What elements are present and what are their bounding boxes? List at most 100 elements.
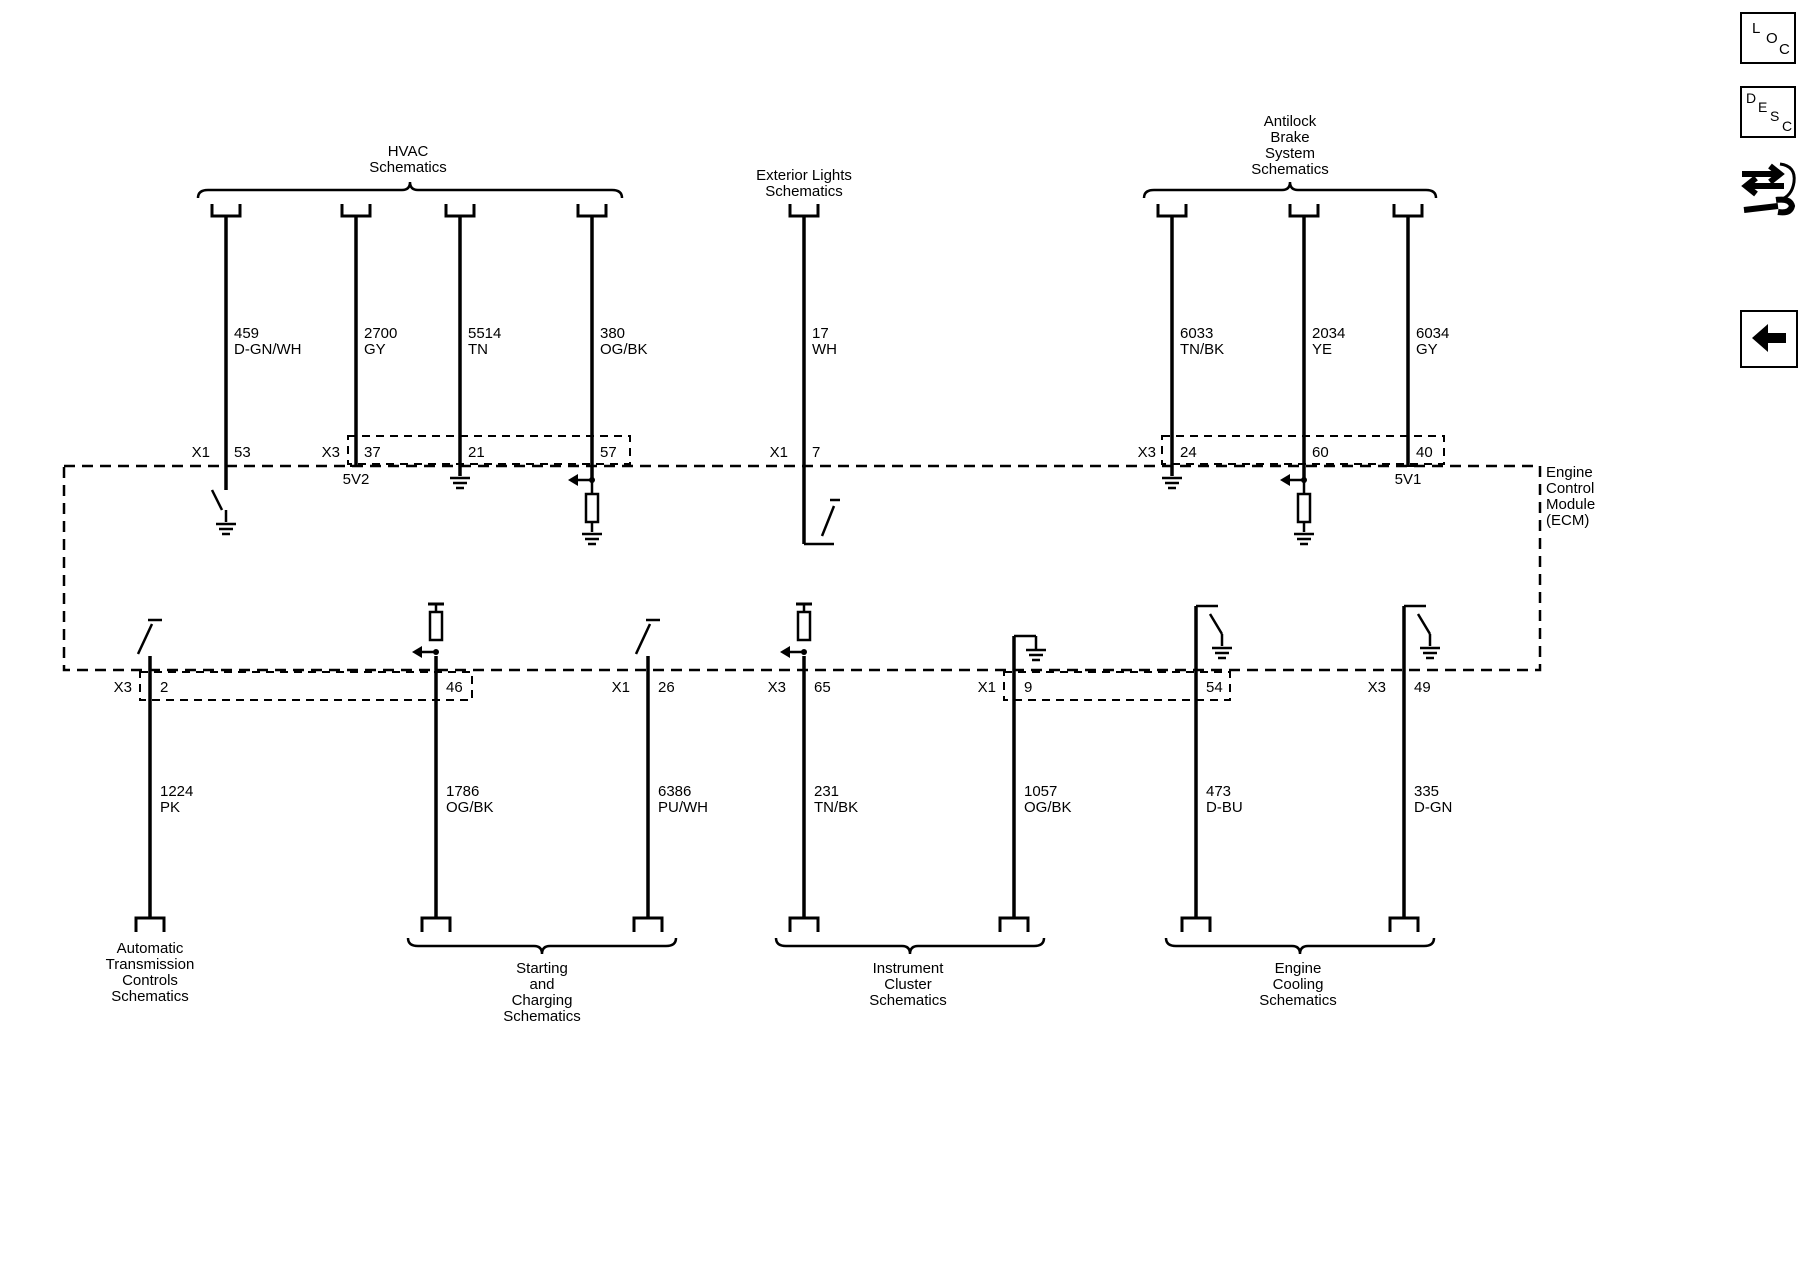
circuit-number: 380 bbox=[600, 325, 625, 342]
connector-cap bbox=[1180, 916, 1212, 932]
desc-button[interactable]: D E S C bbox=[1740, 86, 1796, 138]
connector-cap bbox=[1288, 204, 1320, 218]
wire-color: OG/BK bbox=[446, 799, 494, 816]
pin-number: 24 bbox=[1180, 444, 1197, 461]
connector-info-button[interactable] bbox=[1740, 156, 1798, 222]
connector-id: X1 bbox=[192, 444, 210, 461]
pin-number: 49 bbox=[1414, 679, 1431, 696]
top-group-label: Brake bbox=[1270, 129, 1309, 146]
bottom-group-label: Schematics bbox=[869, 992, 947, 1009]
bottom-group-label: and bbox=[529, 976, 554, 993]
bottom-group-label: Cooling bbox=[1273, 976, 1324, 993]
arrows-wrench-icon bbox=[1741, 162, 1796, 216]
bottom-group-label: Schematics bbox=[1259, 992, 1337, 1009]
ecm-label-line: Module bbox=[1546, 496, 1595, 513]
back-arrow-icon bbox=[1752, 324, 1786, 352]
circuit-number: 335 bbox=[1414, 783, 1439, 800]
switch-icon bbox=[1416, 613, 1432, 635]
circuit-number: 473 bbox=[1206, 783, 1231, 800]
connector-cap bbox=[340, 204, 372, 218]
bottom-group-label: Charging bbox=[512, 992, 573, 1009]
connector-cap bbox=[210, 204, 242, 218]
connector-cap bbox=[576, 204, 608, 218]
circuit-number: 231 bbox=[814, 783, 839, 800]
wire-color: D-GN/WH bbox=[234, 341, 302, 358]
loc-letter-l: L bbox=[1752, 20, 1761, 37]
signal-arrow-head bbox=[780, 646, 790, 658]
reference-label: 5V1 bbox=[1395, 471, 1422, 488]
ecm-label-line: Control bbox=[1546, 480, 1594, 497]
wire-color: TN/BK bbox=[1180, 341, 1224, 358]
circuit-number: 2700 bbox=[364, 325, 397, 342]
connector-cap bbox=[998, 916, 1030, 932]
switch-icon bbox=[210, 489, 224, 511]
wire-color: GY bbox=[364, 341, 386, 358]
group-bracket bbox=[1164, 937, 1436, 955]
connector-cap bbox=[788, 204, 820, 218]
pin-number: 54 bbox=[1206, 679, 1223, 696]
bottom-group-label: Controls bbox=[122, 972, 178, 989]
connector-cap bbox=[1388, 916, 1420, 932]
desc-letter-s: S bbox=[1770, 108, 1780, 124]
bottom-group-label: Transmission bbox=[106, 956, 195, 973]
pin-number: 9 bbox=[1024, 679, 1032, 696]
back-button[interactable] bbox=[1740, 310, 1798, 368]
pin-number: 7 bbox=[812, 444, 820, 461]
signal-arrow-head bbox=[568, 474, 578, 486]
wire-color: D-GN bbox=[1414, 799, 1452, 816]
bottom-group-label: Automatic bbox=[117, 940, 184, 957]
connector-id: X1 bbox=[612, 679, 630, 696]
wire-color: OG/BK bbox=[1024, 799, 1072, 816]
bottom-group-label: Engine bbox=[1275, 960, 1322, 977]
loc-button[interactable]: L O C bbox=[1740, 12, 1796, 64]
resistor-icon bbox=[584, 492, 600, 524]
ecm-label-line: Engine bbox=[1546, 464, 1593, 481]
bottom-group-label: Starting bbox=[516, 960, 568, 977]
circuit-number: 459 bbox=[234, 325, 259, 342]
connector-cap bbox=[632, 916, 664, 932]
bottom-group-label: Schematics bbox=[503, 1008, 581, 1025]
circuit-number: 1057 bbox=[1024, 783, 1057, 800]
circuit-number: 5514 bbox=[468, 325, 501, 342]
switch-icon bbox=[136, 623, 154, 655]
pin-number: 65 bbox=[814, 679, 831, 696]
connector-id: X3 bbox=[768, 679, 786, 696]
circuit-number: 6033 bbox=[1180, 325, 1213, 342]
circuit-number: 6386 bbox=[658, 783, 691, 800]
circuit-number: 1786 bbox=[446, 783, 479, 800]
top-group-label: Schematics bbox=[765, 183, 843, 200]
connector-cap bbox=[420, 916, 452, 932]
pin-number: 60 bbox=[1312, 444, 1329, 461]
desc-letter-d: D bbox=[1746, 90, 1757, 106]
pin-number: 53 bbox=[234, 444, 251, 461]
circuit-number: 6034 bbox=[1416, 325, 1449, 342]
wire-color: PU/WH bbox=[658, 799, 708, 816]
pin-number: 57 bbox=[600, 444, 617, 461]
ecm-boundary bbox=[62, 464, 1542, 672]
reference-label: 5V2 bbox=[343, 471, 370, 488]
ecm-label-line: (ECM) bbox=[1546, 512, 1589, 529]
connector-cap bbox=[788, 916, 820, 932]
wire-color: TN/BK bbox=[814, 799, 858, 816]
circuit-number: 2034 bbox=[1312, 325, 1345, 342]
bottom-group-label: Schematics bbox=[111, 988, 189, 1005]
top-group-label: Antilock bbox=[1264, 113, 1317, 130]
pin-number: 40 bbox=[1416, 444, 1433, 461]
connector-id: X3 bbox=[322, 444, 340, 461]
pin-number: 2 bbox=[160, 679, 168, 696]
group-bracket bbox=[196, 181, 624, 199]
pin-number: 21 bbox=[468, 444, 485, 461]
top-group-label: Exterior Lights bbox=[756, 167, 852, 184]
